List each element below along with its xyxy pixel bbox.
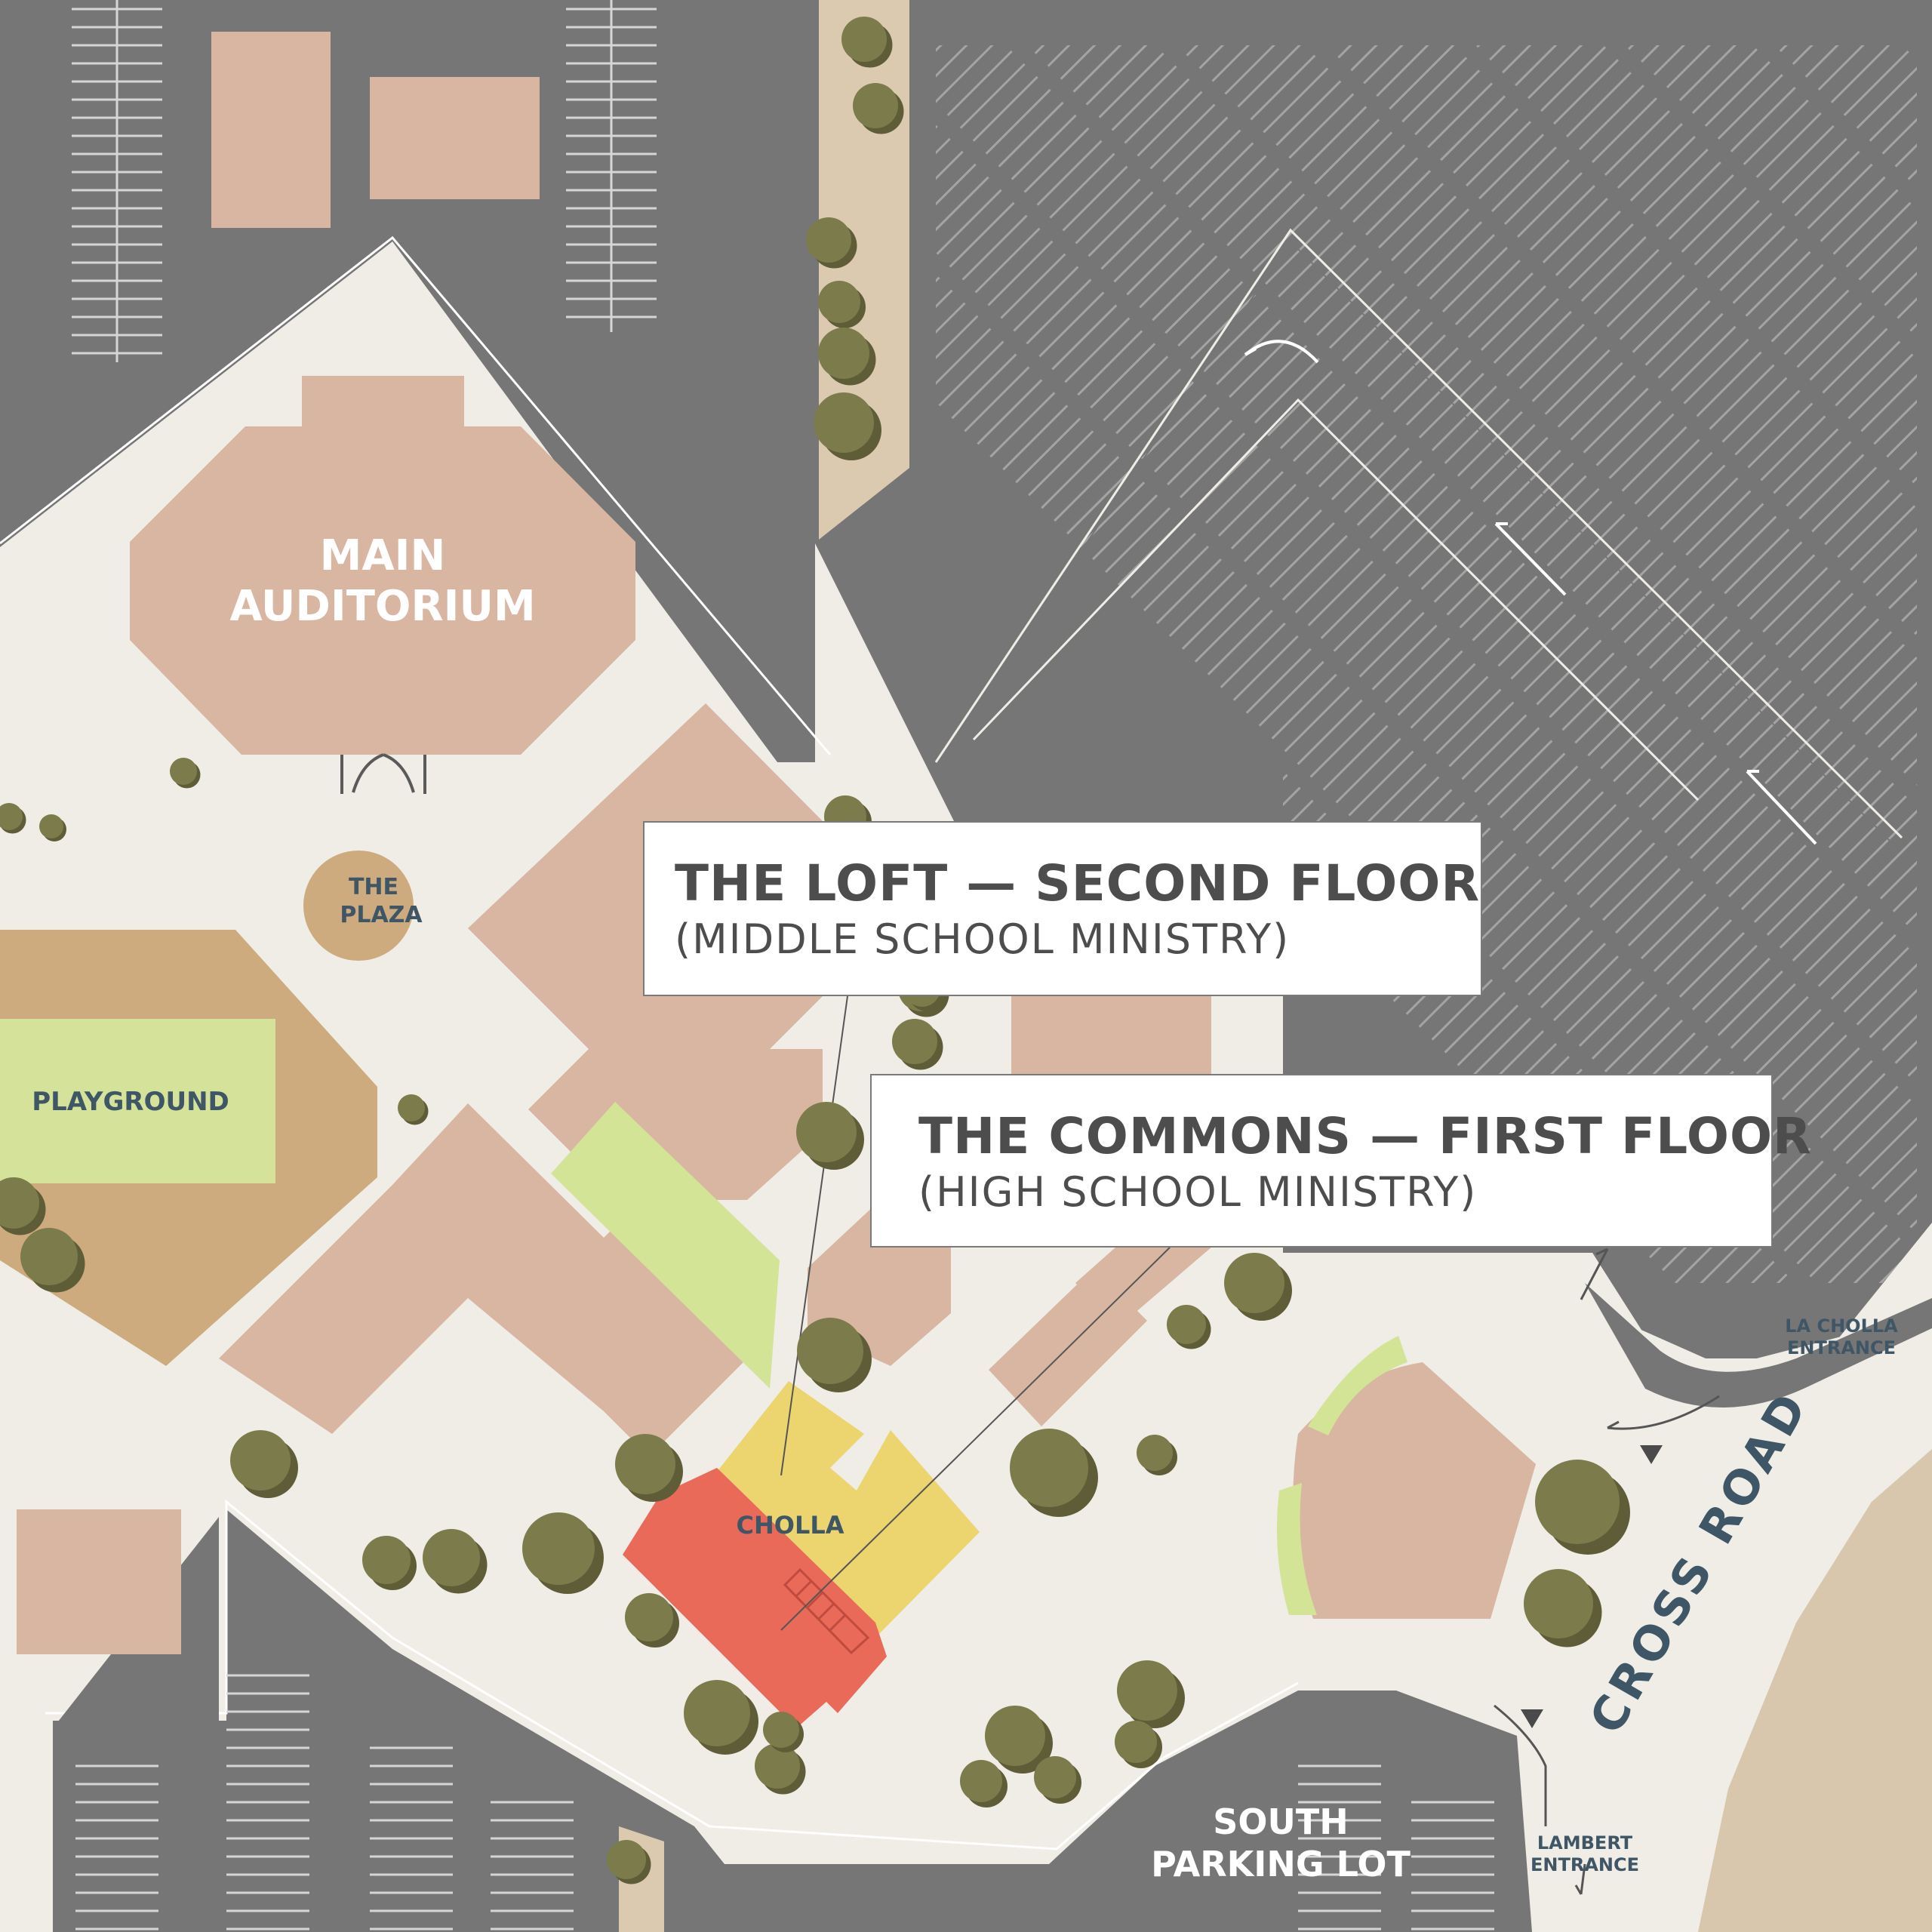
tree-icon xyxy=(1117,1660,1185,1728)
loft-title: THE LOFT — SECOND FLOOR xyxy=(675,854,1481,912)
trees xyxy=(0,17,1630,1884)
tree-icon xyxy=(398,1094,429,1125)
tree-icon xyxy=(684,1680,758,1755)
building xyxy=(370,77,540,199)
tree-icon xyxy=(423,1529,488,1594)
tree-icon xyxy=(1167,1305,1211,1349)
lawn xyxy=(551,1102,780,1389)
direction-arrow-icon xyxy=(1494,1247,1720,1895)
east-lot xyxy=(1698,1449,1932,1932)
pavilion-lawn xyxy=(1308,1336,1407,1435)
tree-icon xyxy=(841,17,893,68)
tree-icon xyxy=(170,758,201,789)
tree-icon xyxy=(607,1840,651,1884)
loft-subtitle: (MIDDLE SCHOOL MINISTRY) xyxy=(675,915,1291,963)
tree-icon xyxy=(1535,1460,1630,1555)
door-icon xyxy=(340,753,426,794)
tree-icon xyxy=(796,1102,864,1170)
tree-icon xyxy=(362,1536,417,1590)
tree-icon xyxy=(985,1706,1053,1774)
south-parking-stalls xyxy=(75,1660,1494,1932)
lambert-entrance-label: LAMBERT xyxy=(1537,1832,1633,1854)
main-auditorium xyxy=(130,376,635,755)
cholla-label: CHOLLA xyxy=(736,1511,844,1540)
tree-icon xyxy=(0,1177,46,1235)
tree-icon xyxy=(892,1019,943,1070)
playground xyxy=(0,1019,275,1183)
la-cholla-entrance-label: ENTRANCE xyxy=(1787,1337,1896,1358)
main-auditorium-label: MAIN xyxy=(320,531,446,580)
entrance-road xyxy=(1585,1283,1932,1407)
tree-icon xyxy=(1034,1756,1081,1804)
commons-title: THE COMMONS — FIRST FLOOR xyxy=(918,1107,1812,1165)
south-parking-lot-label: PARKING LOT xyxy=(1151,1844,1411,1884)
playground-label: PLAYGROUND xyxy=(32,1087,229,1117)
tree-icon xyxy=(797,1318,872,1392)
tree-icon xyxy=(960,1760,1008,1807)
cholla-yellow xyxy=(717,1381,980,1638)
tree-icon xyxy=(1010,1429,1098,1517)
direction-arrow-icon xyxy=(1640,1445,1663,1464)
tree-icon xyxy=(625,1593,679,1647)
west-parking-stalls xyxy=(72,0,657,362)
stairs-icon xyxy=(783,1567,870,1655)
tree-icon xyxy=(818,281,866,328)
lambert-entrance-label: ENTRANCE xyxy=(1531,1854,1639,1875)
tree-icon xyxy=(755,1743,806,1795)
tree-icon xyxy=(814,392,881,460)
tree-icon xyxy=(1137,1435,1177,1475)
south-parking-lot-label: SOUTH xyxy=(1213,1801,1348,1842)
tree-icon xyxy=(0,803,26,834)
commons-callout: THE COMMONS — FIRST FLOOR (HIGH SCHOOL M… xyxy=(870,1074,1812,1247)
tree-icon xyxy=(806,217,857,269)
the-plaza xyxy=(303,851,414,961)
building xyxy=(211,32,331,228)
la-cholla-entrance-label: LA CHOLLA xyxy=(1785,1315,1898,1337)
the-plaza-label: THE xyxy=(349,874,398,900)
main-auditorium-label: AUDITORIUM xyxy=(229,582,535,631)
tree-icon xyxy=(818,328,876,386)
tree-icon xyxy=(1524,1569,1602,1647)
tree-icon xyxy=(39,814,66,841)
direction-arrow-icon xyxy=(1521,1709,1543,1728)
cholla-red xyxy=(623,1468,887,1728)
classroom-building xyxy=(219,1103,755,1457)
tree-icon xyxy=(1115,1721,1162,1768)
the-plaza-label: PLAZA xyxy=(340,902,423,928)
tree-icon xyxy=(20,1228,85,1293)
median-strip xyxy=(819,0,909,540)
tree-icon xyxy=(615,1434,683,1502)
tree-icon xyxy=(1224,1253,1292,1321)
tree-icon xyxy=(522,1512,604,1594)
pavilion xyxy=(1293,1362,1536,1619)
tree-icon xyxy=(230,1430,298,1498)
tree-icon xyxy=(853,83,904,134)
commons-subtitle: (HIGH SCHOOL MINISTRY) xyxy=(918,1168,1478,1216)
direction-arrow-icon xyxy=(1244,340,1817,845)
loft-callout: THE LOFT — SECOND FLOOR (MIDDLE SCHOOL M… xyxy=(643,821,1482,996)
pavilion-lawn xyxy=(1276,1483,1317,1615)
tree-icon xyxy=(763,1712,804,1752)
building xyxy=(17,1509,181,1654)
